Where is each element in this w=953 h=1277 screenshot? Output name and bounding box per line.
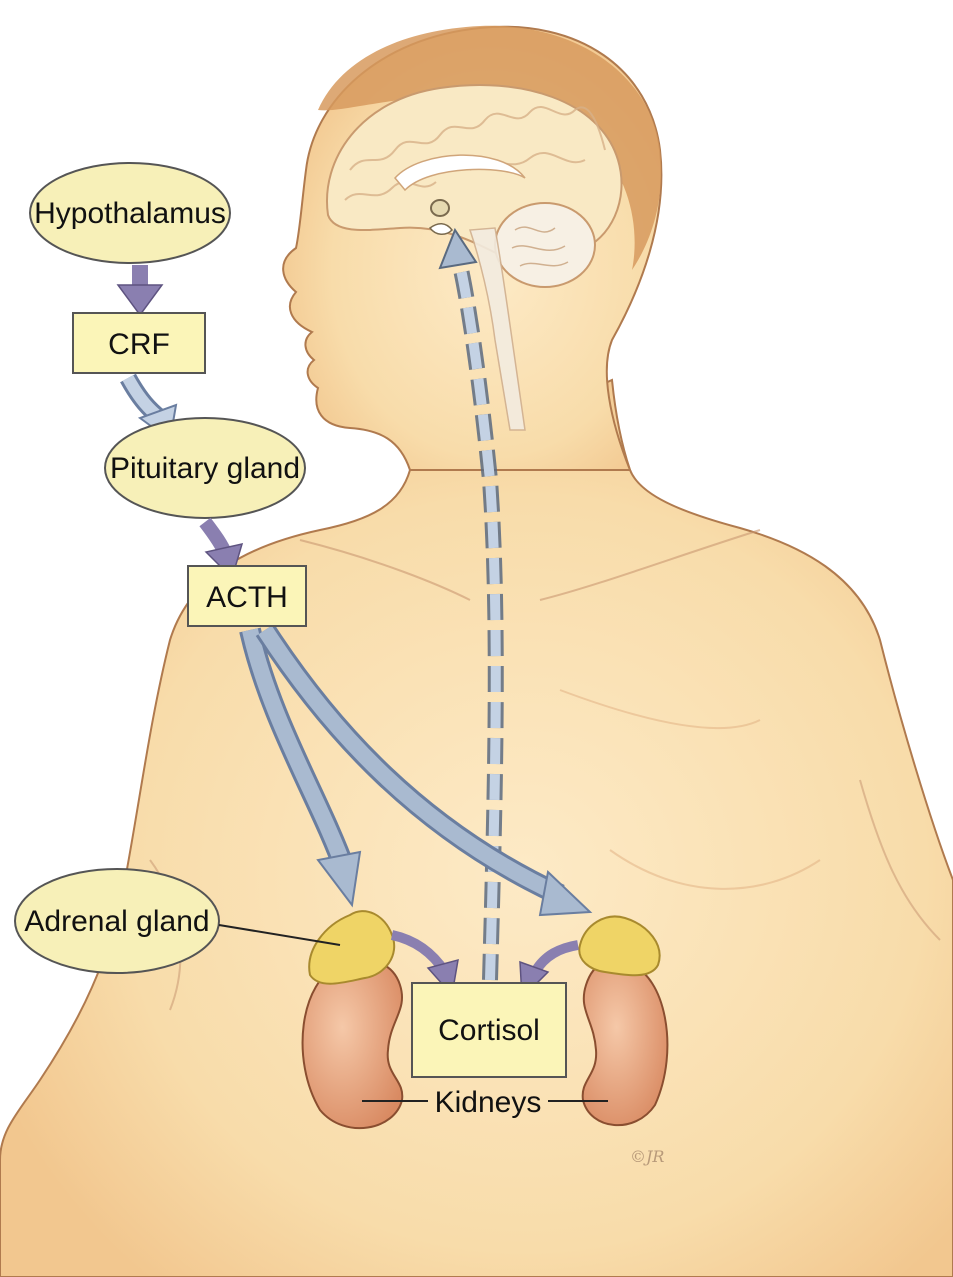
pituitary-label: Pituitary gland <box>110 452 300 485</box>
cortisol-label: Cortisol <box>438 1014 540 1047</box>
hypothalamus-label: Hypothalamus <box>34 197 226 230</box>
kidney-left <box>303 960 403 1128</box>
adrenal-label: Adrenal gland <box>24 905 209 938</box>
kidneys-label: Kidneys <box>435 1086 542 1119</box>
hypothalamus-spot <box>431 200 449 216</box>
crf-label: CRF <box>108 328 170 361</box>
artist-signature: ©JR <box>630 1147 664 1166</box>
acth-label: ACTH <box>206 581 288 614</box>
hypothalamus-to-crf-arrowhead <box>118 285 162 315</box>
torso-shape <box>0 380 953 1277</box>
cerebellum <box>495 203 595 287</box>
